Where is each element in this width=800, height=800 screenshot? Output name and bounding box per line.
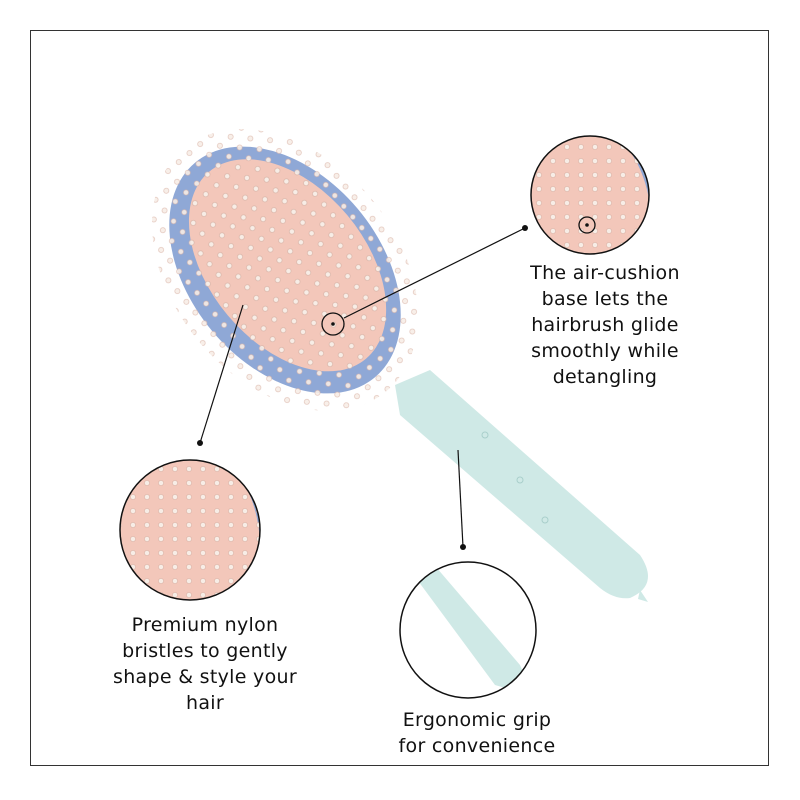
caption-line: hair (186, 692, 224, 714)
zoom-circle-cushion (530, 135, 650, 255)
brush-handle (395, 370, 648, 602)
caption-line: detangling (552, 366, 658, 388)
zoom-circle-bristles (119, 459, 261, 601)
caption-air-cushion: The air-cushion base lets the hairbrush … (495, 260, 715, 390)
caption-line: The air-cushion (530, 262, 680, 284)
zoom-circle-grip (399, 561, 537, 699)
caption-line: hairbrush glide (531, 314, 679, 336)
caption-line: base lets the (541, 288, 669, 310)
pointer-grip (457, 449, 466, 550)
caption-line: bristles to gently (122, 640, 288, 662)
caption-grip: Ergonomic grip for convenience (367, 707, 587, 759)
caption-line: Premium nylon (131, 614, 279, 636)
caption-bristles: Premium nylon bristles to gently shape &… (85, 612, 325, 716)
pointer-bristles (197, 304, 244, 446)
caption-line: Ergonomic grip (402, 709, 552, 731)
caption-line: smoothly while (531, 340, 679, 362)
caption-line: for convenience (398, 735, 556, 757)
caption-line: shape & style your (113, 666, 297, 688)
image-frame (30, 30, 769, 766)
pointer-cushion (321, 225, 528, 336)
